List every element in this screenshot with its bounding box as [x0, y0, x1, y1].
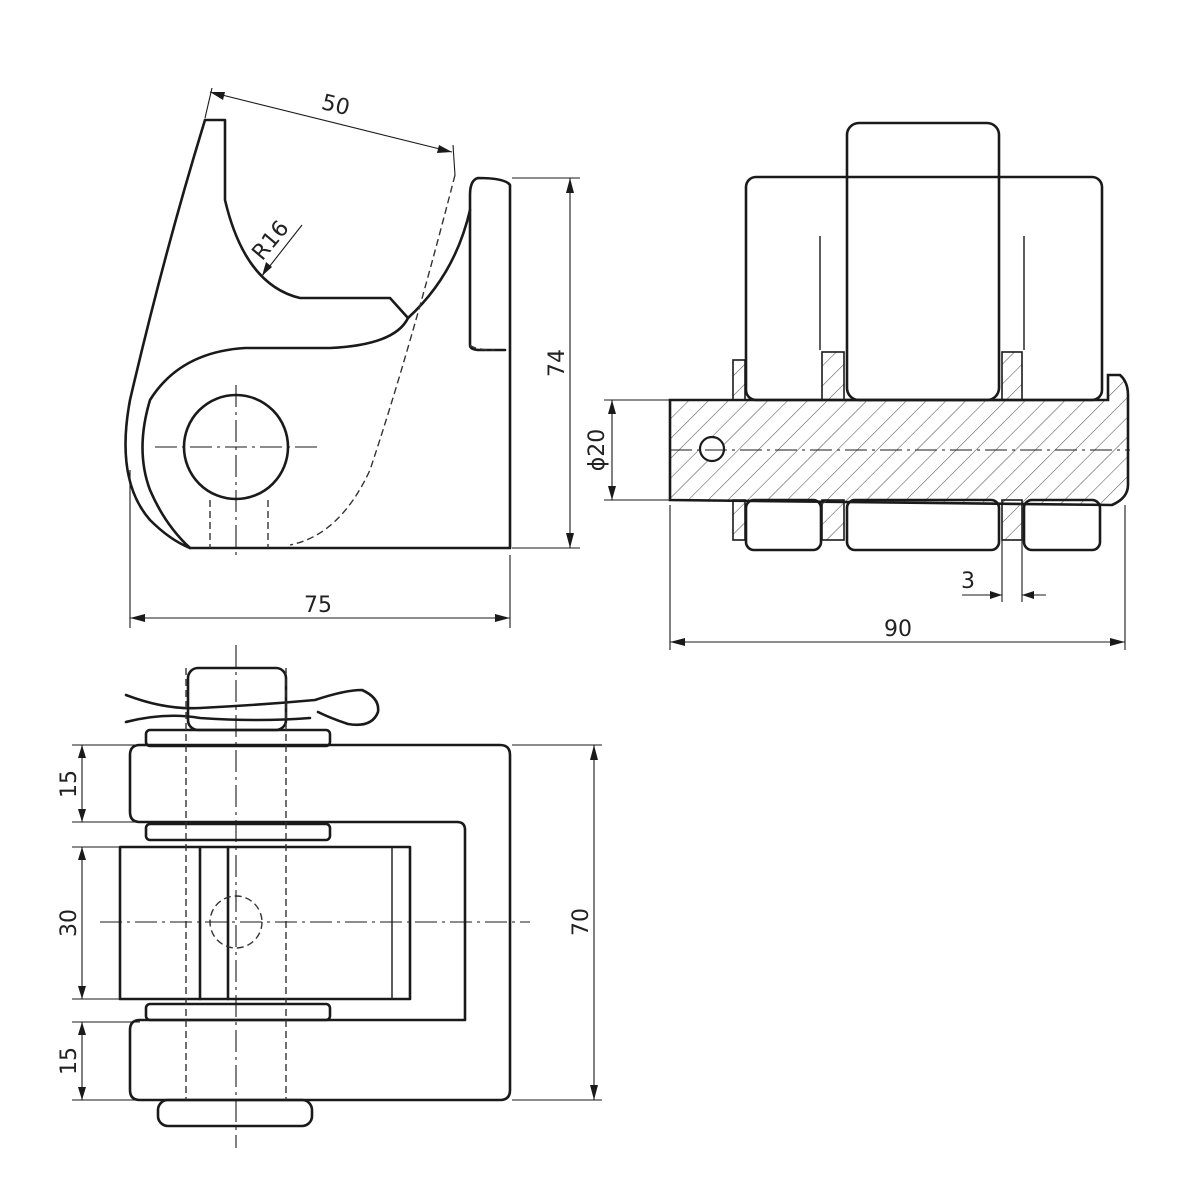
dim-74-label: 74: [545, 349, 570, 377]
washer-mid-top: [144, 822, 332, 842]
hidden-slot: [469, 344, 496, 351]
washer-mid-upper: [821, 351, 845, 401]
plan-view: 15 30 15 70: [57, 645, 602, 1148]
dim-phi20: ϕ20: [585, 399, 670, 501]
dim-50: 50: [204, 87, 456, 176]
hidden-arc: [289, 174, 456, 546]
dim-50-label: 50: [319, 90, 352, 121]
clevis-tongue: [118, 845, 412, 1001]
washer-mid-bottom: [144, 1002, 332, 1022]
dim-r16: R16: [248, 216, 303, 277]
dim-90: 90: [669, 505, 1126, 650]
dim-3: 3: [961, 540, 1046, 602]
dim-3-label: 3: [961, 569, 975, 594]
clevis-tongue-upper: [845, 121, 1001, 402]
dim-75-label: 75: [304, 593, 332, 618]
dim-74: 74: [512, 177, 580, 549]
washer-left-upper: [732, 359, 746, 401]
bracket-body-lower-right: [1022, 498, 1102, 552]
dim-75: 75: [129, 470, 511, 628]
bracket-body-lower-left: [744, 498, 823, 552]
bracket-left-edge: [124, 118, 207, 550]
washer-right-lower: [1001, 499, 1023, 541]
dim-15-top-label: 15: [57, 770, 82, 798]
clevis-tongue-lower: [845, 498, 1001, 552]
front-view: 75 74 50 R16: [124, 87, 580, 628]
washer-right-upper: [1001, 351, 1023, 401]
bracket-body-upper: [744, 175, 1104, 402]
bracket-outline: [141, 118, 512, 550]
dim-90-label: 90: [884, 617, 912, 642]
dim-r16-label: R16: [248, 216, 295, 265]
hook-curve: [406, 208, 472, 320]
dim-30-label: 30: [57, 909, 82, 937]
dim-15-bottom-label: 15: [57, 1047, 82, 1075]
cotter-pin: [124, 688, 380, 727]
dim-phi20-label: ϕ20: [585, 429, 610, 472]
dim-70-label: 70: [569, 908, 594, 936]
pin-head-bottom: [156, 1098, 314, 1128]
cotter-hole: [698, 435, 726, 463]
dim-70: 70: [512, 744, 602, 1101]
washer-top: [144, 728, 332, 748]
side-view: ϕ20 3 90: [585, 121, 1130, 650]
washer-left-lower: [732, 499, 746, 541]
dim-plan-left: 15 30 15: [57, 744, 140, 1101]
pin-section: [668, 373, 1130, 507]
washer-mid-lower: [821, 499, 845, 541]
